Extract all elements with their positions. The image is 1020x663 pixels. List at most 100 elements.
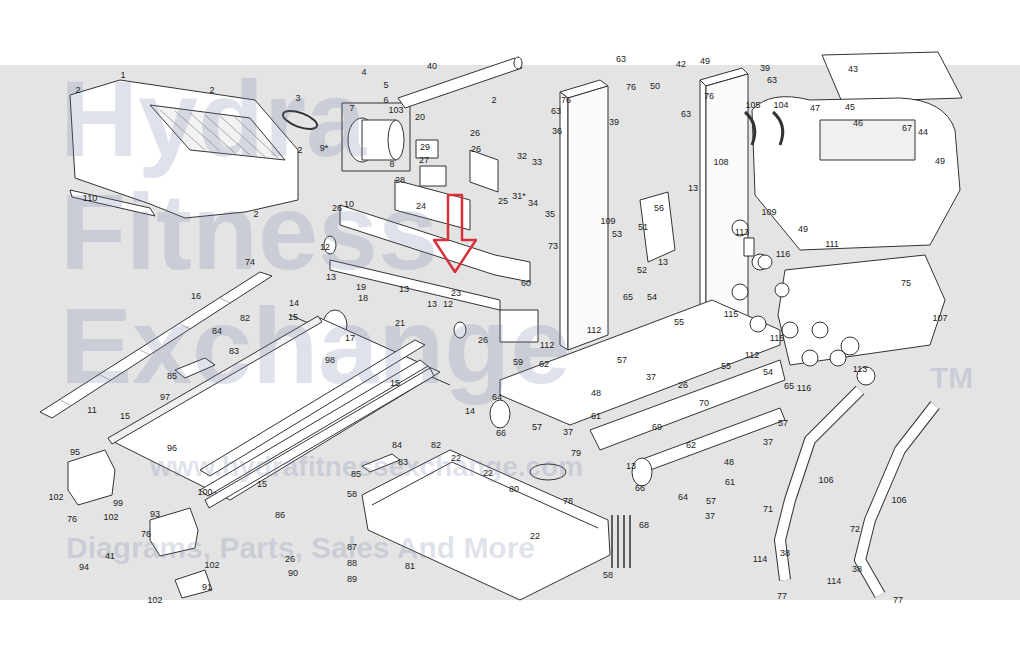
callout-number: 83 <box>397 458 409 467</box>
callout-number: 102 <box>47 493 64 502</box>
callout-number: 103 <box>387 106 404 115</box>
callout-number: 26 <box>284 555 296 564</box>
callout-number: 71 <box>762 505 774 514</box>
callout-number: 26 <box>331 204 343 213</box>
callout-number: 44 <box>917 128 929 137</box>
callout-number: 93 <box>149 510 161 519</box>
callout-number: 40 <box>426 62 438 71</box>
callout-number: 17 <box>344 334 356 343</box>
callout-number: 39 <box>608 118 620 127</box>
callout-number: 60 <box>520 279 532 288</box>
callout-number: 109 <box>599 217 616 226</box>
callout-number: 15 <box>389 379 401 388</box>
callout-number: 64 <box>677 493 689 502</box>
callout-number: 87 <box>346 543 358 552</box>
callout-number: 46 <box>852 119 864 128</box>
callout-number: 48 <box>590 389 602 398</box>
callout-number: 26 <box>677 381 689 390</box>
callout-number: 38 <box>779 549 791 558</box>
callout-number: 43 <box>847 65 859 74</box>
callout-number: 67 <box>901 124 913 133</box>
callout-number: 115 <box>769 334 785 343</box>
callout-number: 27 <box>418 156 430 165</box>
callout-number: 61 <box>724 478 736 487</box>
callout-number: 99 <box>112 499 124 508</box>
callout-number: 112 <box>539 341 555 350</box>
watermark: Diagrams, Parts, Sales And More <box>66 532 666 564</box>
callout-number: 72 <box>849 525 861 534</box>
callout-number: 111 <box>824 240 840 249</box>
callout-number: 5 <box>382 81 389 90</box>
callout-number: 74 <box>244 258 256 267</box>
callout-number: 80 <box>508 485 520 494</box>
callout-number: 26 <box>469 129 481 138</box>
callout-number: 91 <box>201 583 213 592</box>
callout-number: 109 <box>760 208 777 217</box>
callout-number: 115 <box>723 310 739 319</box>
callout-number: 65 <box>783 382 795 391</box>
callout-number: 104 <box>772 101 789 110</box>
callout-number: 113 <box>734 228 750 237</box>
callout-number: 85 <box>350 470 362 479</box>
callout-number: 105 <box>744 101 761 110</box>
callout-number: 77 <box>892 596 904 605</box>
callout-number: 13 <box>625 462 637 471</box>
callout-number: 7 <box>348 104 355 113</box>
callout-number: 9* <box>319 144 330 153</box>
callout-number: 22 <box>529 532 541 541</box>
callout-number: 31* <box>511 192 527 201</box>
callout-number: 102 <box>102 513 119 522</box>
callout-number: 55 <box>673 318 685 327</box>
callout-number: 84 <box>211 327 223 336</box>
callout-number: 12 <box>442 300 454 309</box>
callout-number: 96 <box>166 444 178 453</box>
callout-number: 107 <box>931 314 948 323</box>
callout-number: 77 <box>776 592 788 601</box>
callout-number: 82 <box>239 314 251 323</box>
callout-number: 63 <box>680 110 692 119</box>
callout-number: 3 <box>294 94 301 103</box>
callout-number: 88 <box>346 559 358 568</box>
callout-number: 38 <box>851 565 863 574</box>
callout-number: 21 <box>394 319 406 328</box>
callout-number: 57 <box>705 497 717 506</box>
callout-number: 26 <box>477 336 489 345</box>
callout-number: 37 <box>762 438 774 447</box>
callout-number: 114 <box>826 577 842 586</box>
callout-number: 66 <box>634 484 646 493</box>
callout-number: 55 <box>720 362 732 371</box>
callout-number: 49 <box>797 225 809 234</box>
callout-number: 13 <box>398 285 410 294</box>
callout-number: 97 <box>159 393 171 402</box>
callout-number: 61 <box>590 412 602 421</box>
callout-number: 76 <box>625 83 637 92</box>
callout-number: 108 <box>712 158 729 167</box>
callout-number: 18 <box>357 294 369 303</box>
callout-number: 76 <box>66 515 78 524</box>
callout-number: 102 <box>203 561 220 570</box>
callout-number: 10 <box>343 200 355 209</box>
callout-number: 59 <box>512 358 524 367</box>
callout-number: 14 <box>464 407 476 416</box>
callout-number: 24 <box>415 202 427 211</box>
callout-number: 56 <box>653 204 665 213</box>
callout-number: 58 <box>346 490 358 499</box>
callout-number: 47 <box>809 104 821 113</box>
callout-number: 12 <box>319 243 331 252</box>
callout-number: 57 <box>616 356 628 365</box>
callout-number: 51 <box>637 223 649 232</box>
callout-number: 58 <box>602 571 614 580</box>
callout-number: 4 <box>360 68 367 77</box>
callout-number: 1 <box>119 71 126 80</box>
callout-number: 54 <box>646 293 658 302</box>
callout-number: 15 <box>256 480 268 489</box>
callout-number: 26 <box>470 145 482 154</box>
callout-number: 29 <box>419 143 431 152</box>
callout-number: 25 <box>497 197 509 206</box>
callout-number: 57 <box>777 419 789 428</box>
callout-number: 8 <box>388 160 395 169</box>
callout-number: 23 <box>450 289 462 298</box>
callout-number: 11 <box>86 406 97 415</box>
callout-number: 116 <box>796 384 812 393</box>
